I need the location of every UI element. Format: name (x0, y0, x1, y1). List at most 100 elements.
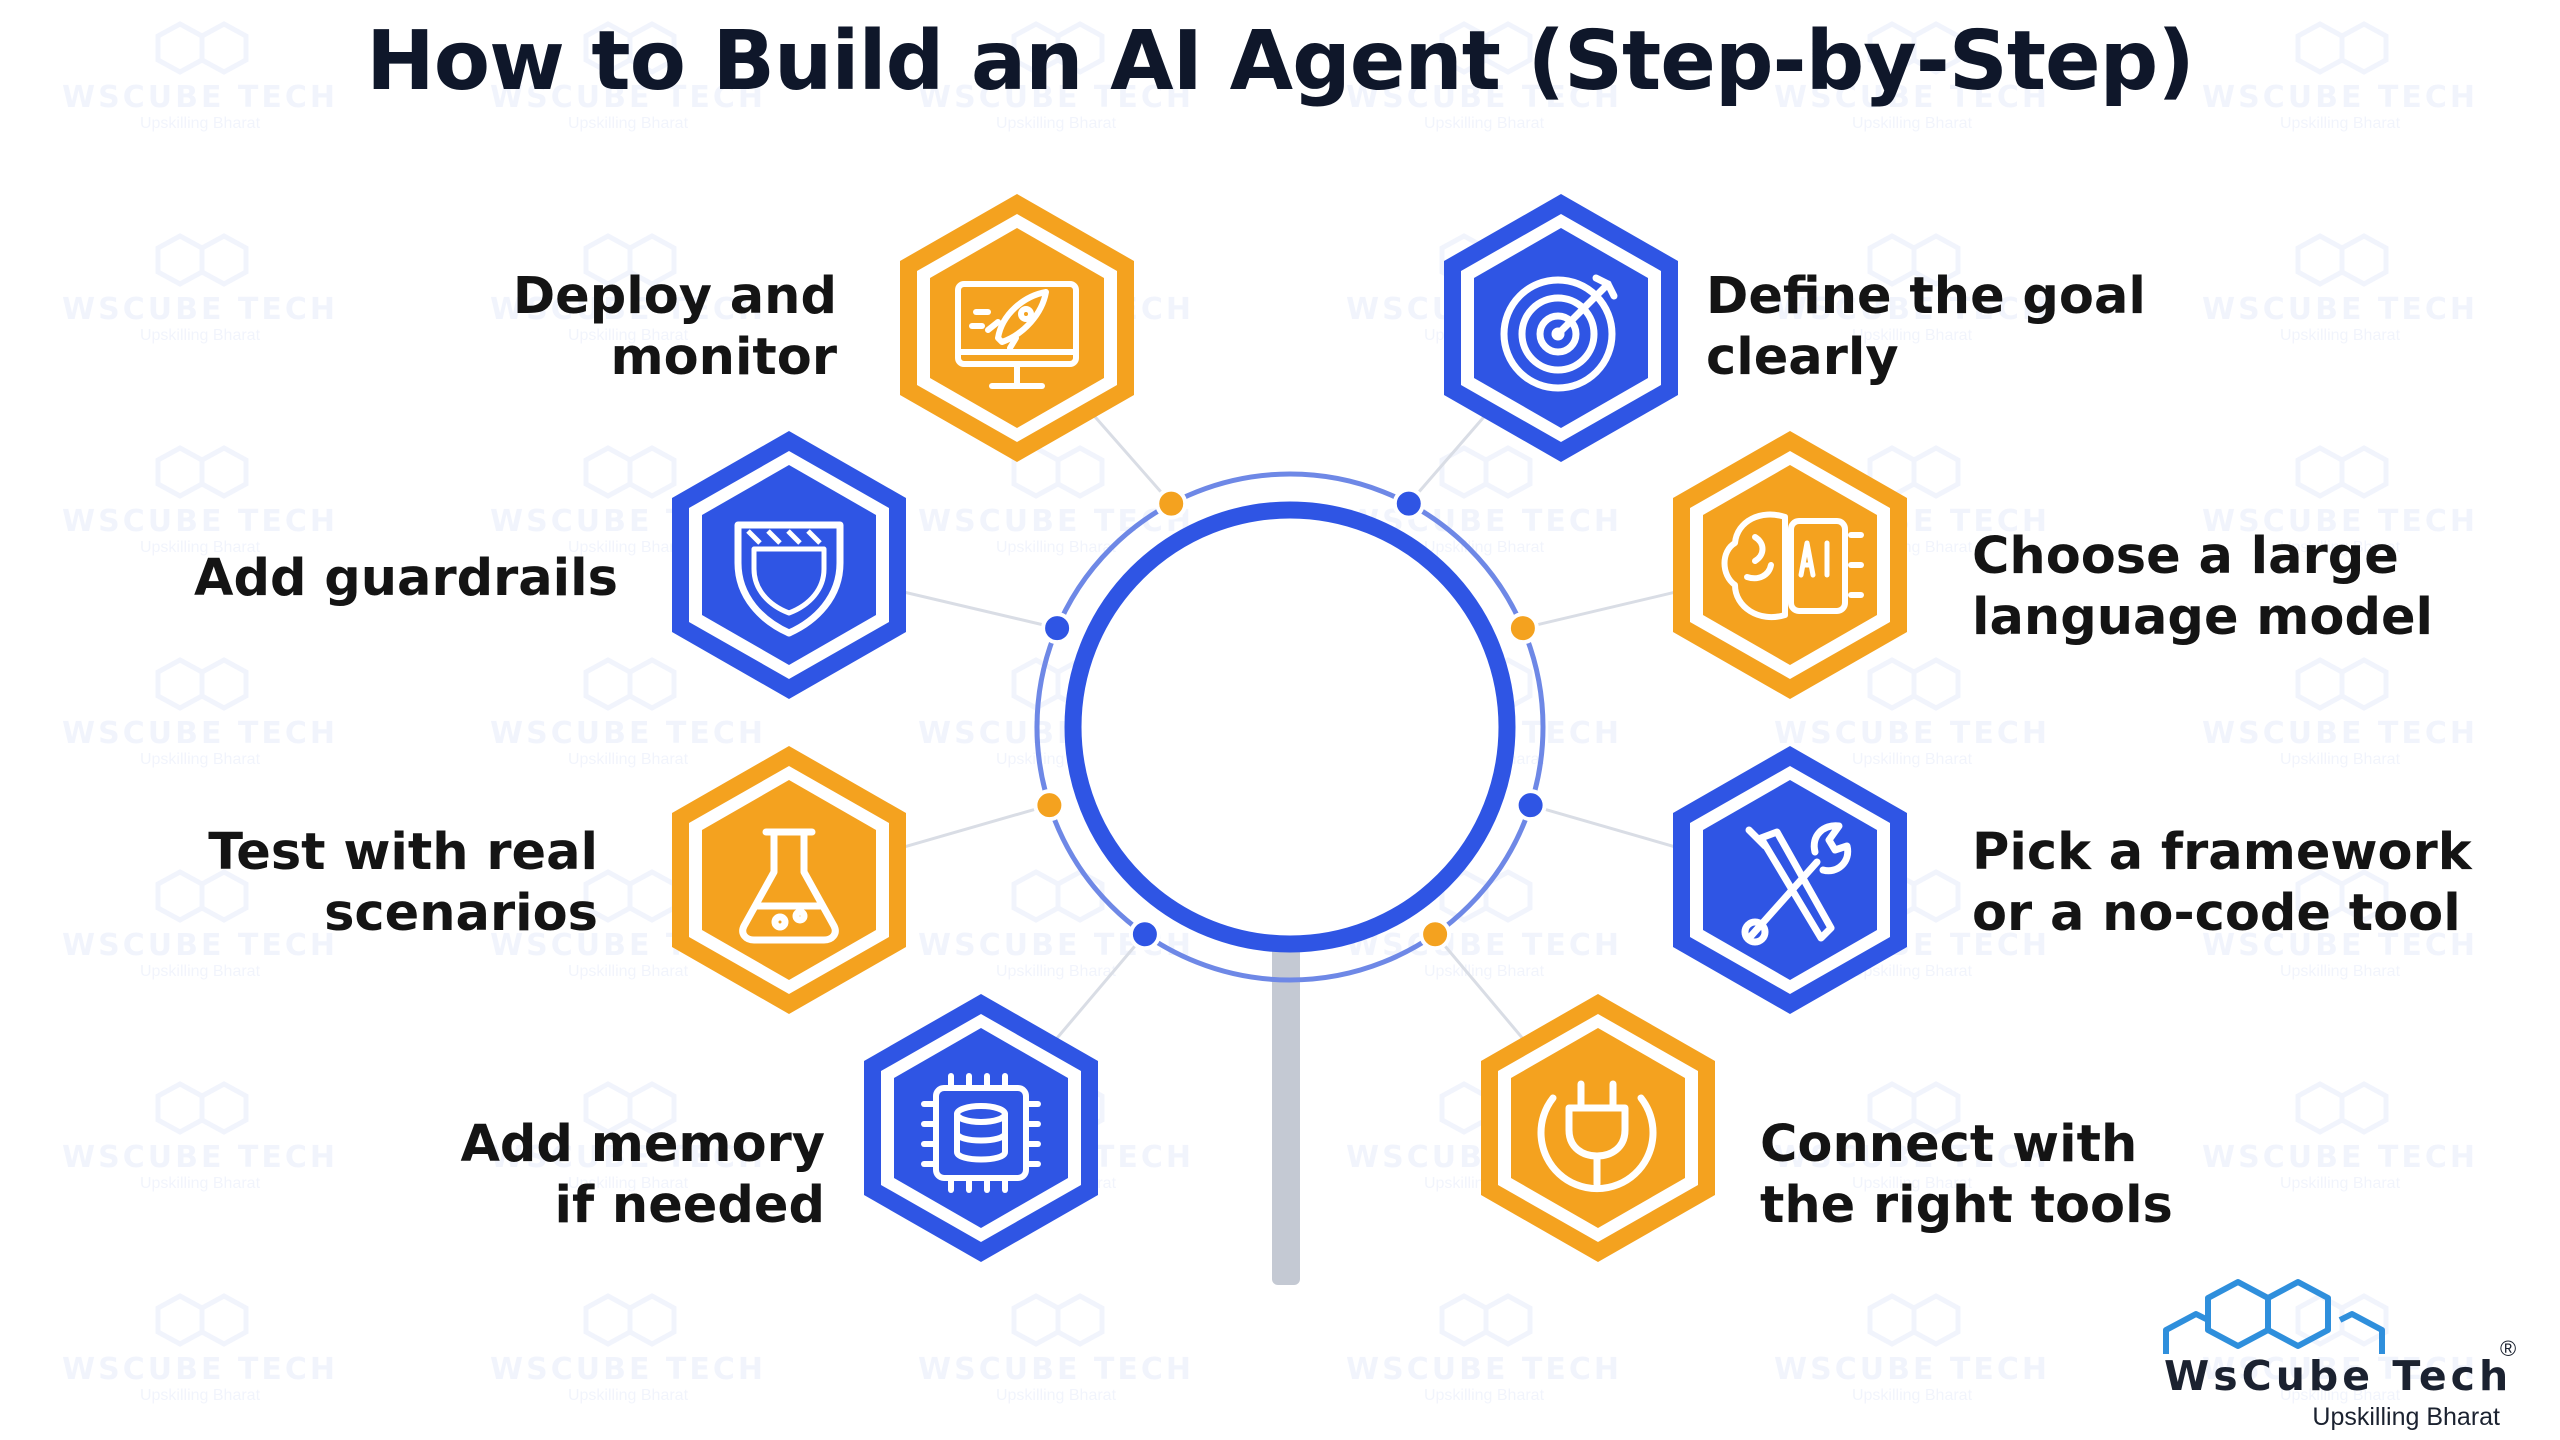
watermark-hex-icon (1439, 21, 1533, 75)
ai-brain-icon (1721, 511, 1864, 620)
watermark-text: WSCUBE TECH (490, 1352, 766, 1387)
watermark-text: WSCUBE TECH (1774, 292, 2050, 327)
watermark-hex-icon (155, 445, 249, 499)
watermark-tagline: Upskilling Bharat (139, 963, 261, 980)
watermark-hex-icon (2295, 445, 2389, 499)
watermark-tagline: Upskilling Bharat (139, 751, 261, 768)
watermark-hex-icon (155, 21, 249, 75)
outer-ring (1034, 471, 1546, 983)
ring-dot (1155, 487, 1188, 520)
hex-define-goal (1436, 188, 1686, 468)
watermark-tagline: Upskilling Bharat (567, 963, 689, 980)
watermark-tagline: Upskilling Bharat (2279, 539, 2401, 556)
watermark-hex-icon (1011, 869, 1105, 923)
watermark-tagline: Upskilling Bharat (567, 115, 689, 132)
watermark-text: WSCUBE TECH (62, 80, 338, 115)
magnifier-handle (1272, 940, 1300, 1285)
ring-dots (1033, 487, 1547, 951)
watermark-tagline: Upskilling Bharat (139, 1387, 261, 1404)
watermark-text: WSCUBE TECH (918, 1352, 1194, 1387)
hex-add-guardrails (664, 425, 914, 705)
ring-dot (1033, 789, 1066, 822)
watermark-text: WSCUBE TECH (2202, 1352, 2478, 1387)
watermark-hex-icon (2295, 657, 2389, 711)
watermark-text: WSCUBE TECH (62, 1140, 338, 1175)
step-label-add-guardrails: Add guardrails (193, 549, 618, 608)
wrench-screwdriver-icon (1741, 822, 1852, 946)
watermark-hex-icon (1867, 233, 1961, 287)
watermark-hex-icon (583, 1293, 677, 1347)
watermark-hex-icon (155, 869, 249, 923)
watermark-tagline: Upskilling Bharat (567, 1387, 689, 1404)
watermark-text: WSCUBE TECH (62, 1352, 338, 1387)
watermark-tagline: Upskilling Bharat (567, 751, 689, 768)
watermark-text: WSCUBE TECH (2202, 716, 2478, 751)
watermark-tagline: Upskilling Bharat (995, 963, 1117, 980)
watermark-tagline: Upskilling Bharat (1851, 963, 1973, 980)
watermark-text: WSCUBE TECH (490, 80, 766, 115)
memory-chip-icon (921, 1073, 1041, 1193)
watermark-tagline: Upskilling Bharat (995, 1387, 1117, 1404)
watermark-tagline: Upskilling Bharat (1851, 1175, 1973, 1192)
watermark-tagline: Upskilling Bharat (139, 115, 261, 132)
watermark-tagline: Upskilling Bharat (2279, 963, 2401, 980)
watermark-hex-icon (1867, 1081, 1961, 1135)
watermark-text: WSCUBE TECH (1774, 716, 2050, 751)
watermark-tagline: Upskilling Bharat (1423, 963, 1545, 980)
watermark-hex-icon (583, 657, 677, 711)
watermark-hex-icon (1011, 1293, 1105, 1347)
watermark-hex-icon (2295, 869, 2389, 923)
shield-icon (734, 521, 844, 637)
watermark-tagline: Upskilling Bharat (995, 115, 1117, 132)
watermark-tagline: Upskilling Bharat (1423, 1387, 1545, 1404)
watermark-tagline: Upskilling Bharat (1423, 539, 1545, 556)
watermark-hex-icon (1867, 657, 1961, 711)
watermark-hex-icon (155, 1081, 249, 1135)
watermark-hex-icon (583, 445, 677, 499)
plug-icon (1537, 1080, 1657, 1193)
watermark-hex-icon (2295, 21, 2389, 75)
watermark-hex-icon (1867, 21, 1961, 75)
watermark-text: WSCUBE TECH (918, 80, 1194, 115)
watermark-text: WSCUBE TECH (1346, 1352, 1622, 1387)
brand-logo-icon (2163, 1279, 2385, 1354)
watermark-hex-icon (1867, 1293, 1961, 1347)
watermark-text: WSCUBE TECH (1774, 1140, 2050, 1175)
watermark-tagline: Upskilling Bharat (139, 539, 261, 556)
lens-ring (1064, 501, 1516, 953)
ring-dot (1419, 918, 1452, 951)
watermark-hex-icon (2295, 1081, 2389, 1135)
watermark-tagline: Upskilling Bharat (1851, 327, 1973, 344)
watermark-text: WSCUBE TECH (62, 716, 338, 751)
watermark-text: WSCUBE TECH (62, 928, 338, 963)
watermark-text: WSCUBE TECH (490, 1140, 766, 1175)
watermark-text: WSCUBE TECH (62, 292, 338, 327)
watermark-tagline: Upskilling Bharat (2279, 1175, 2401, 1192)
watermark-hex-icon (583, 1081, 677, 1135)
watermark-hex-icon (155, 1293, 249, 1347)
watermark-text: WSCUBE TECH (62, 504, 338, 539)
watermark-tagline: Upskilling Bharat (1851, 1387, 1973, 1404)
hex-add-memory (856, 988, 1106, 1268)
page-title: How to Build an AI Agent (Step-by-Step) (366, 14, 2195, 109)
watermark-hex-icon (2295, 1293, 2389, 1347)
rocket-monitor-icon (955, 281, 1079, 389)
